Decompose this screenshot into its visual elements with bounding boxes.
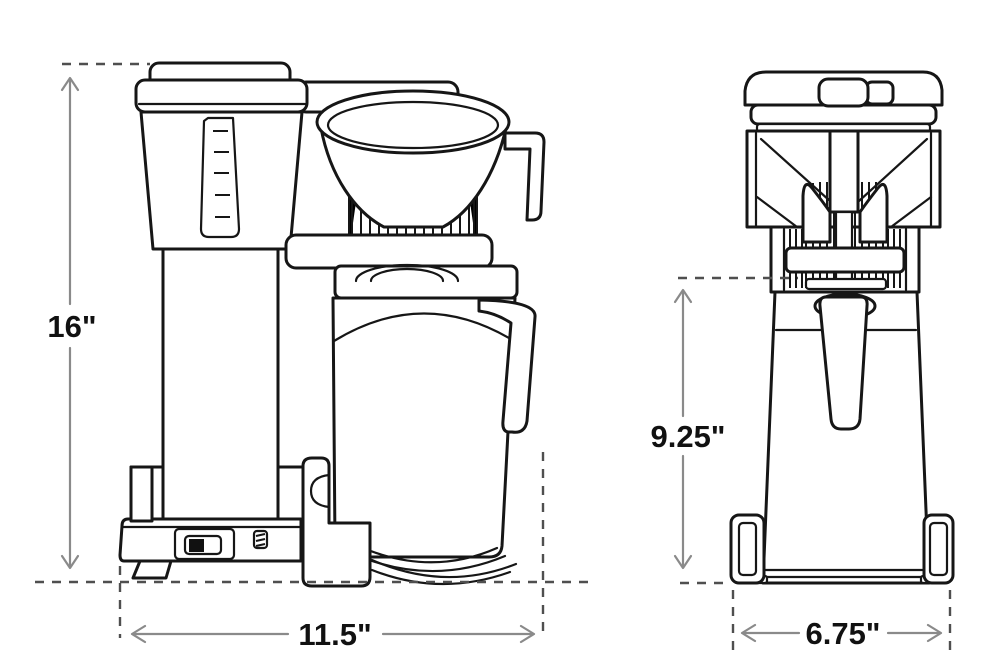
- hotplate-edge: [370, 558, 518, 579]
- width-dimension-front: 6.75": [740, 616, 943, 651]
- water-level-gauge: [199, 116, 241, 239]
- front-lid-rim: [749, 103, 938, 126]
- tower-body: [161, 247, 280, 523]
- height-dimension-front: 9.25": [650, 288, 726, 570]
- side-view: [118, 61, 546, 588]
- base-foot: [131, 559, 173, 580]
- power-switch-toggle: [189, 539, 204, 552]
- left-wing: [801, 182, 832, 244]
- carafe-lid-dome: [354, 263, 460, 283]
- front-lid-knob: [817, 77, 870, 108]
- water-level-ticks: [213, 130, 230, 218]
- mid-band: [784, 246, 906, 274]
- right-wing: [858, 182, 889, 244]
- center-column: [828, 129, 860, 214]
- base-bracket-right: [922, 513, 955, 585]
- base-bracket-left: [729, 513, 766, 585]
- hotplate-notch: [309, 473, 331, 509]
- front-lid-knob-flange: [864, 80, 895, 106]
- vent-hatch: [255, 533, 266, 547]
- height-dimension-side: 16": [47, 76, 97, 570]
- brew-basket-cone: [319, 126, 508, 229]
- carafe-shoulder: [332, 312, 516, 343]
- dimension-annotations: 16" 11.5" 9.25" 6.75": [35, 62, 952, 656]
- base-bracket-right-inner: [928, 521, 949, 577]
- carafe-body: [331, 296, 517, 559]
- front-width-label: 6.75": [805, 616, 880, 651]
- base-rear-riser: [129, 465, 154, 523]
- base-bracket-left-inner: [737, 521, 758, 577]
- hotplate-edge-2: [370, 568, 512, 586]
- brew-basket-inner-rim: [326, 100, 500, 150]
- basket-handle: [503, 131, 546, 222]
- funnel-lines: [755, 137, 933, 229]
- carafe-handle: [477, 298, 537, 434]
- brew-basket-rim: [315, 89, 511, 155]
- basket-platform: [284, 233, 494, 270]
- carafe-base-rim: [354, 543, 499, 564]
- tank-lid-rim: [134, 78, 309, 114]
- width-dimension-side: 11.5": [130, 617, 536, 652]
- front-height-label: 9.25": [650, 419, 725, 454]
- front-carafe-handle: [818, 295, 869, 431]
- side-width-label: 11.5": [298, 617, 371, 652]
- mid-plate: [804, 277, 888, 291]
- side-height-label: 16": [47, 309, 96, 344]
- front-view: [729, 70, 955, 585]
- hotplate-column: [301, 456, 372, 588]
- carafe-lid-dome-inner: [369, 267, 445, 283]
